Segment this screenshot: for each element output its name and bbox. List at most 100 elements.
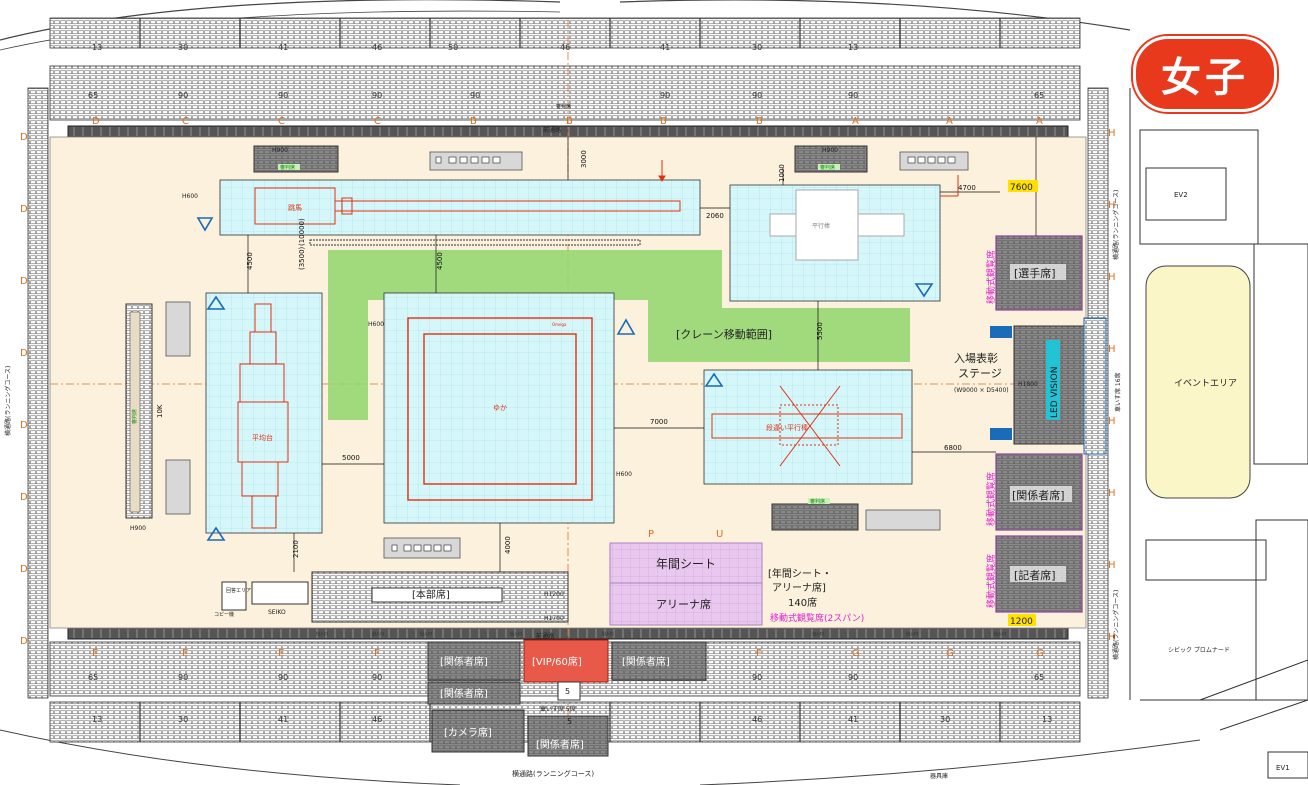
dim-7600: 7600 <box>1010 183 1033 193</box>
block-letter-right: H <box>1108 200 1116 211</box>
annual-note-1: [年間シート・ <box>768 567 832 580</box>
seat-count-top-inner: 30 <box>752 43 762 52</box>
dim-6800: 6800 <box>944 444 962 452</box>
block-letter-left: D <box>20 132 28 143</box>
seat-count-bottom-inner: 30 <box>178 715 188 724</box>
athletes-seat-label: [選手席] <box>1014 266 1056 280</box>
block-letter-right: H <box>1108 416 1116 427</box>
front-corridor-top: 前通路 <box>543 126 561 134</box>
movable-seat-1: 移動式観覧席 <box>985 250 997 304</box>
block-letter-left: D <box>20 204 28 215</box>
stage-title: 入場表彰 <box>954 351 998 365</box>
block-letter-bottom: G <box>1036 648 1044 659</box>
dim-2100: 2100 <box>292 540 300 558</box>
seat-count-bottom-inner: 46 <box>752 715 762 724</box>
seat-count-bottom-inner: 13 <box>92 715 102 724</box>
running-course-bottom: 横通路(ランニングコース) <box>512 769 594 778</box>
dim-1200: 1200 <box>1010 617 1033 627</box>
ev2-label: EV2 <box>1174 191 1188 199</box>
entrance-label: 出入口 <box>420 630 432 636</box>
entrance-label: 出入口 <box>906 630 918 636</box>
block-p: P <box>648 529 654 540</box>
block-letter-left: D <box>20 420 28 431</box>
entrance-label: 出入口 <box>994 630 1006 636</box>
block-letter-top: A <box>1036 116 1043 127</box>
h600-b: H600 <box>368 321 384 328</box>
judge-label-3: 審判席 <box>810 498 825 505</box>
front-corridor-bottom: 前通路 <box>536 632 554 640</box>
vault-label: 跳馬 <box>288 203 302 212</box>
block-letter-top: B <box>756 116 763 127</box>
seat-count-bottom-inner: 13 <box>1042 715 1052 724</box>
seat-count-bottom-outer: 65 <box>1034 673 1044 682</box>
seat-count-bottom-outer: 90 <box>278 673 288 682</box>
copy-label: コピー機 <box>214 611 234 618</box>
block-letter-top: B <box>470 116 477 127</box>
officials-b2-label: [関係者席] <box>622 655 670 668</box>
h1800-label: H1800 <box>1018 381 1038 388</box>
seat-count-bottom-outer: 90 <box>178 673 188 682</box>
h900-b: H900 <box>272 147 288 154</box>
seat-count-top-inner: 30 <box>178 43 188 52</box>
seat-count-bottom-outer: 90 <box>372 673 382 682</box>
seat-count-top-inner: 41 <box>278 43 288 52</box>
event-area-label: イベントエリア <box>1174 379 1237 389</box>
seat-count-top-outer: 90 <box>848 91 858 100</box>
officials-b1-label: [関係者席] <box>440 655 488 668</box>
block-letter-top: B <box>566 116 573 127</box>
h600-c: H600 <box>616 471 632 478</box>
camera-seat-label: [カメラ席] <box>444 726 492 739</box>
arena-seat-label: アリーナ席 <box>656 597 711 611</box>
dim-5500: 5500 <box>816 322 824 340</box>
wheelchair-num: 5 <box>565 687 570 696</box>
womens-badge: 女子 <box>1133 36 1277 112</box>
officials-seat-right-label: [関係者席] <box>1012 488 1065 502</box>
uneven-bars-label: 段違い平行棒 <box>766 423 808 432</box>
seat-count-top-inner: 50 <box>448 43 458 52</box>
dim-5000: 5000 <box>342 454 360 462</box>
h900-c: H900 <box>822 147 838 154</box>
seiko-label: SEIKO <box>268 609 286 616</box>
press-seat-label: [記者席] <box>1014 568 1056 582</box>
omega-mark: Omega <box>552 322 567 327</box>
block-letter-bottom: E <box>278 648 284 659</box>
running-course-right-top: 横通路(ランニングコース) <box>1112 190 1120 260</box>
dim-2060: 2060 <box>706 212 724 220</box>
seat-count-bottom-inner: 41 <box>848 715 858 724</box>
entrance-label: 出入口 <box>316 630 328 636</box>
dim-10k: 10K <box>156 404 164 418</box>
block-letter-top: D <box>92 116 100 127</box>
dim-1000: 1000 <box>778 164 786 182</box>
dim-7000: 7000 <box>650 418 668 426</box>
block-letter-right: H <box>1108 128 1116 139</box>
block-letter-bottom: E <box>182 648 188 659</box>
dim-4000: 4000 <box>504 536 512 554</box>
seat-count-bottom-inner: 41 <box>278 715 288 724</box>
seat-count-top-inner: 41 <box>660 43 670 52</box>
block-letter-top: A <box>852 116 859 127</box>
h1700: H1700 <box>544 615 564 622</box>
h1200: H1200 <box>544 591 564 598</box>
civic-label: シビック プロムナード <box>1168 646 1230 654</box>
seat-count-top-outer: 65 <box>1034 91 1044 100</box>
dim-3000: 3000 <box>580 150 588 168</box>
ev1-label: EV1 <box>1276 764 1290 772</box>
block-letter-right: H <box>1108 632 1116 643</box>
equipment-storage: 器具庫 <box>930 772 948 780</box>
honbu-seat-label: [本部席] <box>412 588 450 601</box>
dim-3500: (3500) <box>298 246 306 270</box>
block-u: U <box>716 529 723 540</box>
h900-a: H900 <box>130 525 146 532</box>
dim-4700: 4700 <box>958 184 976 192</box>
seat-count-top-outer: 65 <box>88 91 98 100</box>
block-letter-left: D <box>20 492 28 503</box>
officials-b3-label: [関係者席] <box>440 687 488 700</box>
stage-subtitle: ステージ <box>958 367 1002 380</box>
judge-label-4: 審判席 <box>131 409 138 424</box>
seat-count-top-outer: 90 <box>278 91 288 100</box>
seat-count-top-outer: 90 <box>470 91 480 100</box>
beam-label: 平均台 <box>252 433 273 442</box>
seat-count-top-inner: 13 <box>92 43 102 52</box>
stage-size: (W9000 × D5400) <box>954 387 1009 394</box>
entrance-label: 出入口 <box>510 630 522 636</box>
